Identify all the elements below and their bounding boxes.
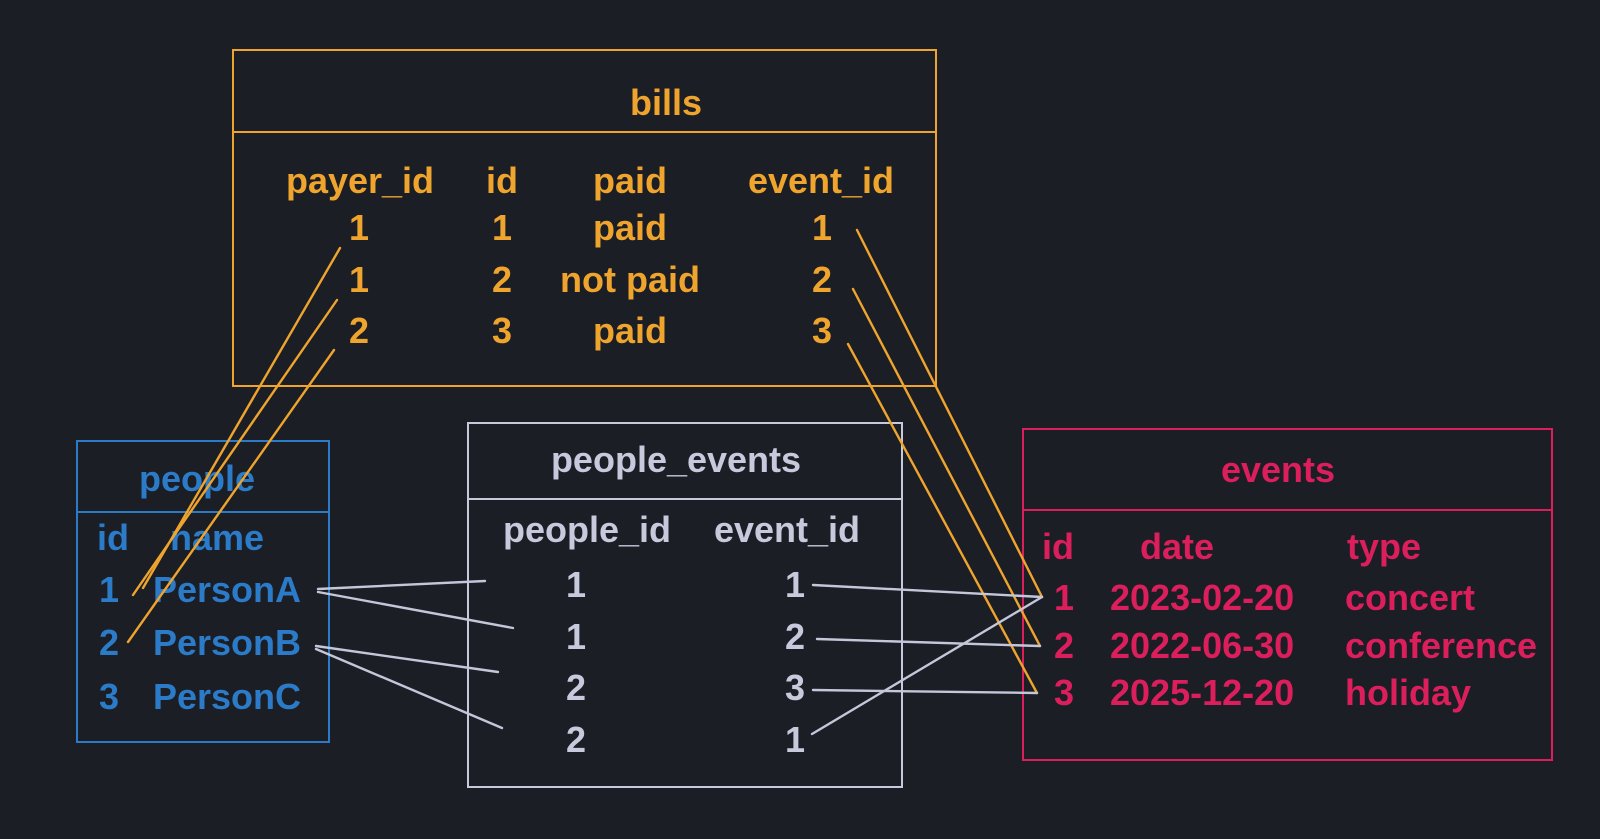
events-title-divider <box>1024 509 1551 511</box>
bills-header-payer-id: payer_id <box>285 160 435 201</box>
events-cell-type: conference <box>1345 625 1538 666</box>
people-cell-id: 2 <box>98 622 120 663</box>
people-title-divider <box>78 511 328 513</box>
people-events-cell-event-id: 3 <box>784 667 806 708</box>
people-events-cell-people-id: 2 <box>565 719 587 760</box>
events-cell-type: concert <box>1345 577 1476 618</box>
events-cell-id: 2 <box>1053 625 1075 666</box>
people-header-id: id <box>97 517 129 558</box>
bills-cell-event-id: 1 <box>811 207 833 248</box>
bills-header-paid: paid <box>592 160 668 201</box>
bills-cell-event-id: 3 <box>811 310 833 351</box>
bills-cell-id: 3 <box>491 310 513 351</box>
people-events-header-people-id: people_id <box>502 509 672 550</box>
bills-title-divider <box>234 131 935 133</box>
events-cell-id: 1 <box>1053 577 1075 618</box>
bills-cell-id: 2 <box>491 259 513 300</box>
people-events-cell-people-id: 2 <box>565 667 587 708</box>
people-events-cell-people-id: 1 <box>565 616 587 657</box>
bills-cell-id: 1 <box>491 207 513 248</box>
events-cell-date: 2023-02-20 <box>1110 577 1295 618</box>
bills-cell-paid: paid <box>592 207 668 248</box>
people-cell-name: PersonB <box>152 622 302 663</box>
people-events-title-divider <box>469 498 901 500</box>
bills-cell-payer-id: 1 <box>348 207 370 248</box>
bills-cell-payer-id: 1 <box>348 259 370 300</box>
people-cell-id: 1 <box>98 569 120 610</box>
people-events-cell-people-id: 1 <box>565 564 587 605</box>
people-cell-name: PersonC <box>152 676 302 717</box>
bills-cell-paid: not paid <box>560 259 700 300</box>
connector-personA-to-peopleevents-row1 <box>316 579 487 591</box>
people-events-cell-event-id: 1 <box>784 564 806 605</box>
bills-cell-paid: paid <box>592 310 668 351</box>
events-cell-id: 3 <box>1053 672 1075 713</box>
bills-header-event-id: event_id <box>747 160 895 201</box>
people-cell-id: 3 <box>98 676 120 717</box>
people-events-header-event-id: event_id <box>713 509 861 550</box>
events-header-date: date <box>1139 526 1215 567</box>
bills-table-title: bills <box>629 82 703 123</box>
people-cell-name: PersonA <box>152 569 302 610</box>
people-events-table-title: people_events <box>550 439 802 480</box>
bills-header-id: id <box>486 160 518 201</box>
events-table-title: events <box>1220 449 1336 490</box>
bills-cell-payer-id: 2 <box>348 310 370 351</box>
events-header-id: id <box>1042 526 1074 567</box>
people-table-title: people <box>138 458 256 499</box>
events-header-type: type <box>1347 526 1422 567</box>
people-events-cell-event-id: 1 <box>784 719 806 760</box>
events-cell-date: 2022-06-30 <box>1110 625 1295 666</box>
events-cell-date: 2025-12-20 <box>1110 672 1295 713</box>
people-header-name: name <box>169 517 265 558</box>
people-events-cell-event-id: 2 <box>784 616 806 657</box>
bills-cell-event-id: 2 <box>811 259 833 300</box>
events-cell-type: holiday <box>1345 672 1472 713</box>
bills-table <box>232 49 937 387</box>
